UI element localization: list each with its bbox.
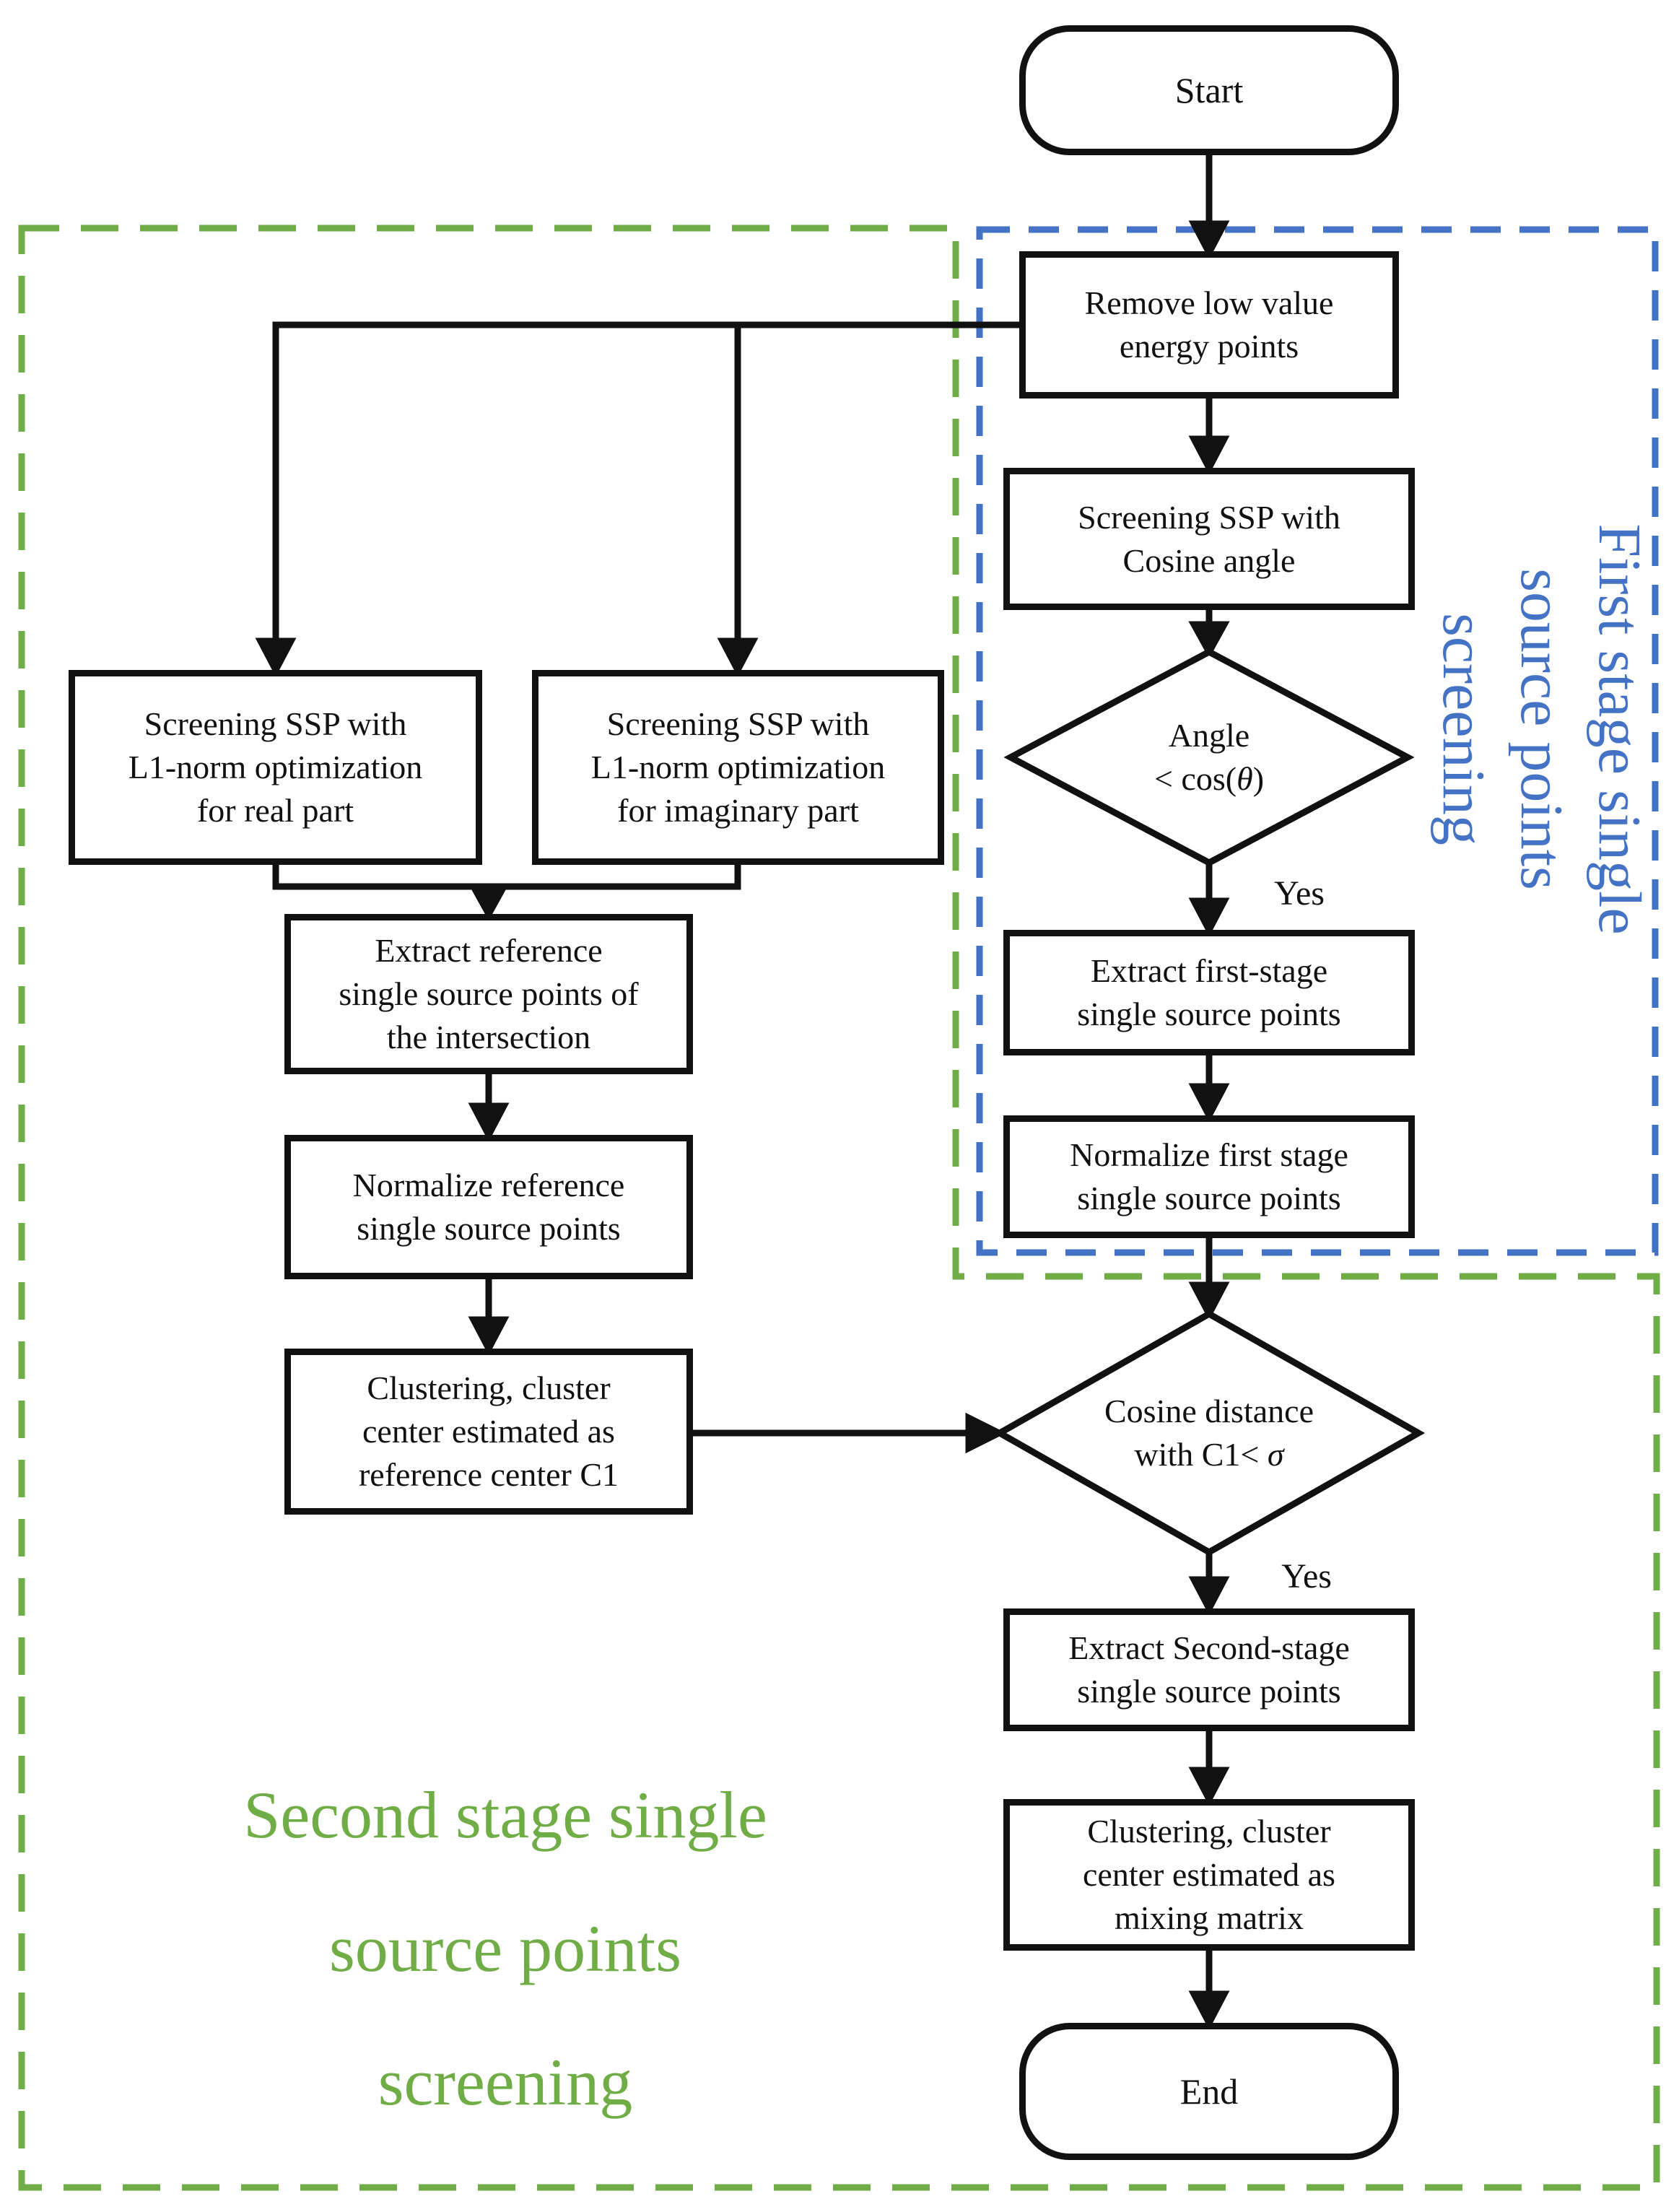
decision-angle-text: Angle < cos(θ) (1065, 710, 1353, 805)
edge-label-yes-angle: Yes (1274, 874, 1325, 913)
node-normalize-ref-line2: single source points (357, 1210, 621, 1247)
first-stage-label-line3: screening (1430, 613, 1497, 845)
node-l1-imaginary: Screening SSP with L1-norm optimization … (532, 670, 944, 865)
node-clustering-reference-c1: Clustering, cluster center estimated as … (284, 1349, 693, 1515)
node-normalize-first-line1: Normalize first stage (1070, 1136, 1348, 1173)
second-stage-label-line2: source points (328, 1912, 682, 1985)
node-start-label: Start (1174, 70, 1244, 110)
node-normalize-reference: Normalize reference single source points (284, 1135, 693, 1279)
second-stage-label-line3: screening (378, 2045, 633, 2119)
node-l1-imag-line3: for imaginary part (617, 792, 859, 829)
node-start: Start (1019, 25, 1399, 155)
node-extract-second-stage: Extract Second-stage single source point… (1003, 1608, 1415, 1731)
node-normalize-ref-line1: Normalize reference (352, 1167, 625, 1203)
node-cosine-line1: Screening SSP with (1078, 498, 1340, 536)
node-cluster-mix-line1: Clustering, cluster (1087, 1813, 1331, 1850)
node-extract-first-line1: Extract first-stage (1090, 952, 1328, 989)
first-stage-region-label: First stage single source points screeni… (1418, 469, 1664, 989)
node-cluster-c1-line1: Clustering, cluster (367, 1370, 611, 1406)
node-l1-real-line3: for real part (196, 792, 354, 829)
node-extract-first-stage: Extract first-stage single source points (1003, 930, 1415, 1055)
second-stage-region-label: Second stage single source points screen… (180, 1749, 830, 2149)
decision-cosine-distance-text: Cosine distance with C1< σ (1029, 1385, 1390, 1481)
node-normalize-first-line2: single source points (1077, 1180, 1341, 1216)
node-cluster-mix-line2: center estimated as (1083, 1856, 1335, 1893)
node-cluster-c1-line2: center estimated as (362, 1413, 615, 1450)
node-end-label: End (1179, 2071, 1239, 2112)
decision-angle-line2: < cos(θ) (1154, 760, 1265, 797)
node-clustering-mixing-matrix: Clustering, cluster center estimated as … (1003, 1799, 1415, 1951)
node-cosine-line2: Cosine angle (1122, 541, 1296, 579)
sigma-symbol: σ (1267, 1436, 1284, 1473)
node-l1-imag-line2: L1-norm optimization (590, 749, 886, 785)
node-extract-reference: Extract reference single source points o… (284, 914, 693, 1074)
decision-angle-line1: Angle (1168, 717, 1250, 754)
second-stage-region-border (18, 225, 1660, 2191)
first-stage-region-border (976, 226, 1659, 1256)
first-stage-label-line2: source points (1508, 568, 1575, 890)
node-l1-imag-line1: Screening SSP with (606, 705, 870, 742)
connector-group (255, 154, 1230, 2030)
node-screening-cosine-angle: Screening SSP with Cosine angle (1003, 468, 1415, 610)
second-stage-label-line1: Second stage single (243, 1778, 767, 1852)
node-l1-real-line2: L1-norm optimization (128, 749, 423, 785)
node-l1-real-line1: Screening SSP with (144, 705, 407, 742)
node-cluster-c1-line3: reference center C1 (358, 1456, 619, 1493)
edge-label-yes-cosine: Yes (1281, 1557, 1332, 1595)
node-extract-second-line2: single source points (1077, 1673, 1341, 1710)
decision-cosine-line2: with C1< σ (1134, 1436, 1284, 1473)
node-remove-line1: Remove low value (1084, 284, 1334, 321)
node-l1-real: Screening SSP with L1-norm optimization … (69, 670, 482, 865)
node-cluster-mix-line3: mixing matrix (1115, 1899, 1304, 1936)
first-stage-label-line1: First stage single (1586, 523, 1653, 935)
angle-decision-shape (1003, 648, 1415, 867)
node-extract-ref-line2: single source points of (339, 975, 639, 1012)
node-end: End (1019, 2023, 1399, 2160)
theta-symbol: θ (1237, 760, 1253, 797)
cosine-distance-decision-shape (993, 1310, 1426, 1556)
node-extract-second-line1: Extract Second-stage (1068, 1629, 1350, 1666)
node-normalize-first-stage: Normalize first stage single source poin… (1003, 1115, 1415, 1238)
node-remove-low-energy: Remove low value energy points (1019, 251, 1399, 399)
node-remove-line2: energy points (1119, 328, 1299, 365)
node-extract-ref-line1: Extract reference (375, 932, 603, 969)
node-extract-first-line2: single source points (1077, 996, 1341, 1032)
node-extract-ref-line3: the intersection (386, 1019, 591, 1055)
decision-cosine-line1: Cosine distance (1104, 1393, 1314, 1429)
